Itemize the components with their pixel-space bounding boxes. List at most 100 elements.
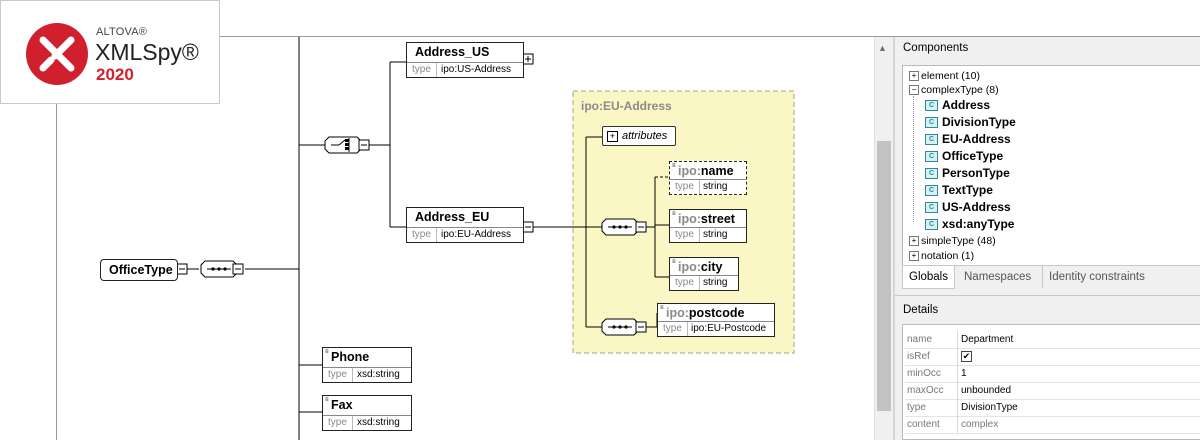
address-us-type-label: type [412,64,431,75]
tab-namespaces[interactable]: Namespaces [964,271,1032,283]
address-eu-element[interactable]: Address_EU type ipo:EU-Address [406,207,524,243]
tree-item-complextype-label: complexType (8) [921,84,999,96]
complex-type-icon: C [925,151,938,163]
complex-type-label: EU-Address [942,132,1011,146]
address-us-type-value: ipo:US-Address [441,64,512,75]
isref-checkbox[interactable]: ✔ [961,351,972,362]
address-eu-name: Address_EU [415,210,490,224]
tree-item-simpletype-label: simpleType (48) [921,235,996,247]
phone-type-value: xsd:string [357,369,400,380]
complex-type-divisiontype[interactable]: C DivisionType [925,114,1016,131]
address-us-element[interactable]: Address_US type ipo:US-Address [406,42,524,78]
collapse-icon[interactable]: − [909,85,919,96]
components-tabs: Globals Namespaces Identity constraints [902,265,1200,290]
complex-type-icon: C [925,185,938,197]
vendor-name: ALTOVA® [96,26,148,38]
phone-type-label: type [328,369,347,380]
officetype-root-node[interactable]: OfficeType [100,259,178,281]
window-frame [56,36,1200,440]
components-title: Components [903,42,969,54]
xmlspy-logo-card: ALTOVA® XMLSpy® 2020 [0,0,220,104]
ipo-postcode-local: postcode [688,306,745,320]
tree-item-element[interactable]: +element (10) [909,68,980,84]
eu-address-group-title: ipo:EU-Address [581,99,672,113]
product-name: XMLSpy® [95,39,199,65]
complex-type-label: OfficeType [942,149,1004,163]
choice-compositor [324,136,370,154]
complex-type-label: xsd:anyType [942,217,1015,231]
details-row-isref[interactable]: isRef✔ [905,348,1200,366]
expand-icon[interactable]: + [909,251,919,262]
ipo-street-type-value: string [703,229,728,240]
ipo-city-type-value: string [703,277,728,288]
complex-type-icon: C [925,117,938,129]
tree-item-notation-label: notation (1) [921,250,975,262]
fax-type-value: xsd:string [357,417,400,428]
fax-type-label: type [328,417,347,428]
ipo-name-type-value: string [703,181,728,192]
attributes-node[interactable]: + attributes [602,126,676,146]
address-eu-type-value: ipo:EU-Address [441,229,512,240]
root-sequence-compositor [200,260,244,278]
ipo-street-type-label: type [675,229,694,240]
schema-diagram-canvas[interactable]: OfficeType Address_US type ipo:US-Address… [57,37,873,440]
attributes-label: attributes [622,130,668,142]
ipo-street-prefix: ipo: [678,212,701,226]
ipo-city-local: city [700,260,723,274]
details-key: type [905,399,958,416]
expand-icon[interactable]: + [909,71,919,82]
tree-item-simpletype[interactable]: +simpleType (48) [909,233,996,249]
ipo-city-type-label: type [675,277,694,288]
details-value[interactable]: 1 [961,368,967,379]
address-us-name: Address_US [415,45,490,59]
complex-type-icon: C [925,202,938,214]
address-eu-type-label: type [412,229,431,240]
details-key: maxOcc [905,382,958,399]
expand-icon[interactable]: + [909,236,919,247]
complex-type-officetype[interactable]: C OfficeType [925,148,1003,165]
ipo-name-type-label: type [675,181,694,192]
officetype-label: OfficeType [109,263,173,277]
ipo-city-prefix: ipo: [678,260,701,274]
details-value[interactable]: Department [961,334,1014,345]
details-value[interactable]: unbounded [961,385,1012,396]
details-key: content [905,416,958,433]
tab-globals[interactable]: Globals [902,266,955,289]
eu-sequence-compositor [601,218,647,236]
postcode-sequence-compositor [601,318,647,336]
tab-identity-constraints[interactable]: Identity constraints [1042,266,1151,288]
panel-splitter[interactable] [893,37,895,440]
details-value[interactable]: DivisionType [961,402,1018,413]
complex-type-label: DivisionType [942,115,1016,129]
details-title: Details [903,304,939,316]
scrollbar-thumb[interactable] [877,141,891,411]
scroll-up-icon[interactable]: ▲ [878,43,887,53]
complex-type-label: Address [942,98,991,112]
details-key: minOcc [905,365,958,382]
tree-item-notation[interactable]: +notation (1) [909,248,974,264]
attributes-expand-icon[interactable]: + [607,131,618,142]
tree-item-complextype[interactable]: −complexType (8) [909,82,999,98]
diagram-vertical-scrollbar[interactable]: ▲ [874,37,893,440]
details-key: isRef [905,348,958,365]
ipo-name-local: name [700,164,734,178]
product-version: 2020 [96,65,134,84]
